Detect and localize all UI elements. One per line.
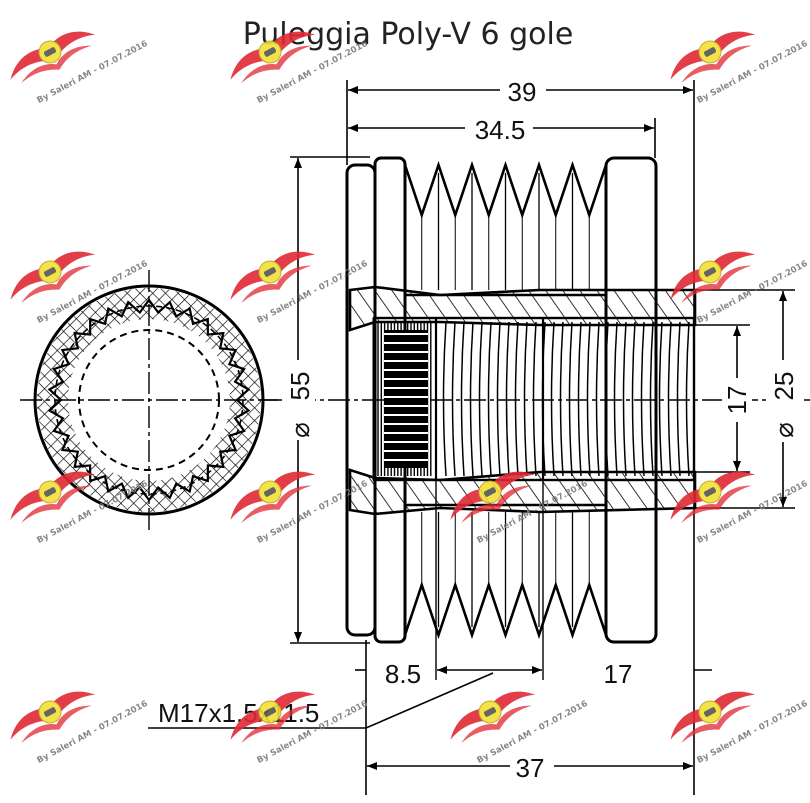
dim-bore-diameter: 25 xyxy=(769,372,799,401)
dim-thread-length: 17 xyxy=(604,659,633,689)
dim-overall-length: 39 xyxy=(508,77,537,107)
watermark-logo: By Saleri AM - 07.07.2016 xyxy=(10,31,150,106)
poly-v-grooves-top xyxy=(403,160,608,297)
bore-thread-lines xyxy=(377,321,690,477)
dim-pulley-diameter: 55 xyxy=(285,372,315,401)
watermark-logo: By Saleri AM - 07.07.2016 xyxy=(670,471,810,546)
watermark-logo: By Saleri AM - 07.07.2016 xyxy=(670,691,810,766)
side-view xyxy=(260,156,810,644)
dim-bore-diameter-symbol: ⌀ xyxy=(769,422,799,438)
dim-pulley-diameter-symbol: ⌀ xyxy=(285,422,315,438)
watermark-logo: By Saleri AM - 07.07.2016 xyxy=(670,31,810,106)
dim-thread-diameter: 17 xyxy=(722,386,752,415)
dim-total-width: 37 xyxy=(516,753,545,783)
watermark-logo: By Saleri AM - 07.07.2016 xyxy=(10,691,150,766)
dim-groove-length: 34.5 xyxy=(475,115,526,145)
dim-spline-depth: 8.5 xyxy=(385,659,421,689)
poly-v-grooves-bottom xyxy=(403,503,608,640)
groove-edge-lines xyxy=(404,173,607,627)
dimension-lines xyxy=(148,80,795,795)
